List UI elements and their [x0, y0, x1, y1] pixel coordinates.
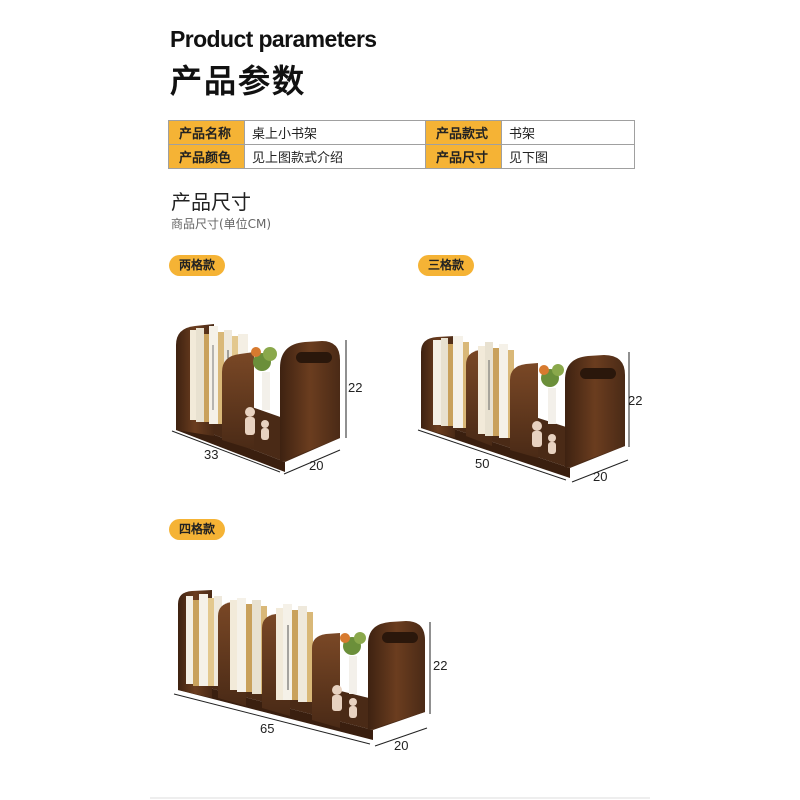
dim-depth-2: 20	[309, 458, 324, 473]
shelf-four-dimension-lines	[173, 622, 431, 747]
dim-length-2: 33	[204, 447, 219, 462]
dim-depth-3: 20	[593, 469, 608, 484]
dim-height-3: 22	[628, 393, 643, 408]
param-value: 见上图款式介绍	[244, 144, 426, 169]
title-en: Product parameters	[170, 26, 377, 52]
variant-badge-2: 两格款	[169, 255, 226, 276]
title-cn: 产品参数	[170, 62, 307, 100]
param-value: 书架	[501, 120, 635, 145]
variant-badge-3: 三格款	[418, 255, 475, 276]
shelf-three-compartment	[421, 336, 625, 478]
size-section-title: 产品尺寸	[171, 190, 251, 214]
shelf-four-compartment	[178, 590, 425, 740]
shelf-two-compartment	[176, 324, 340, 472]
param-label: 产品尺寸	[425, 144, 502, 169]
dim-height-4: 22	[433, 658, 448, 673]
dim-depth-4: 20	[394, 738, 409, 753]
shelf-two-dimension-lines	[171, 340, 347, 475]
dim-length-4: 65	[260, 721, 275, 736]
table-row: 产品颜色 见上图款式介绍 产品尺寸 见下图	[168, 144, 635, 169]
shelf-three-dimension-lines	[417, 352, 630, 483]
size-section-subtitle: 商品尺寸(单位CM)	[171, 217, 272, 231]
param-value: 见下图	[501, 144, 635, 169]
dim-length-3: 50	[475, 456, 490, 471]
params-table: 产品名称 桌上小书架 产品款式 书架 产品颜色 见上图款式介绍 产品尺寸 见下图	[168, 120, 635, 169]
param-label: 产品名称	[168, 120, 245, 145]
dim-height-2: 22	[348, 380, 363, 395]
variant-badge-4: 四格款	[169, 519, 226, 540]
bottom-divider	[150, 797, 650, 799]
param-value: 桌上小书架	[244, 120, 426, 145]
table-row: 产品名称 桌上小书架 产品款式 书架	[168, 120, 635, 145]
param-label: 产品颜色	[168, 144, 245, 169]
